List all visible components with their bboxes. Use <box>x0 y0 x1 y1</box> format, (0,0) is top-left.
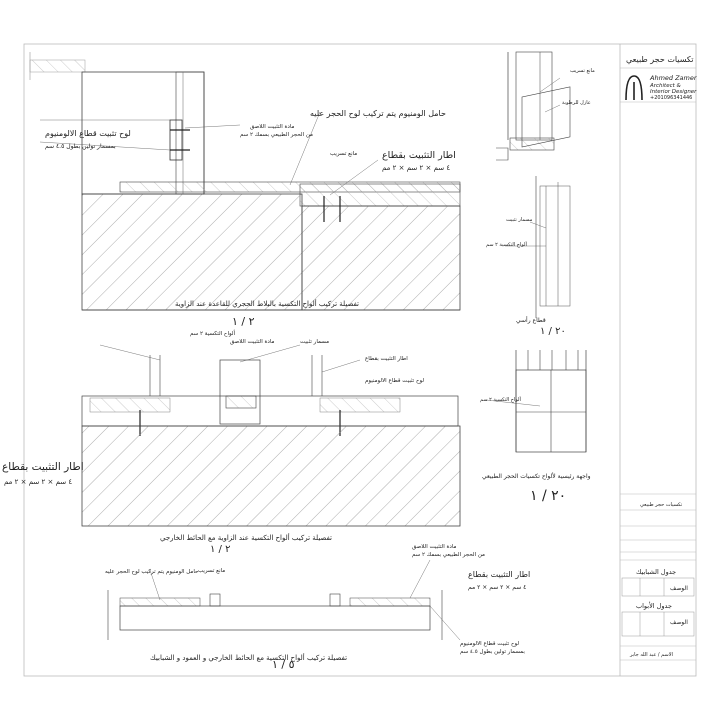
annotation-aluminum-plate: لوح تثبيت قطاع الالومنيوم <box>45 129 131 138</box>
detail-3-title: تفصيلة تركيب ألواح التكسية مع الحائط الخ… <box>150 653 347 662</box>
annotation-frame-1-size: ٤ سم × ٢ سم × ٢ مم <box>382 164 450 172</box>
annotation-aluminum-plate-2: لوح تثبيت قطاع الالومنيوم <box>365 378 424 384</box>
detail-4 <box>496 51 561 161</box>
annotation-frame-2-size: ٤ سم × ٢ سم × ٢ مم <box>4 478 72 486</box>
annotation-frame-3-size: ٤ سم × ٢ سم × ٢ مم <box>468 584 526 591</box>
detail-4-scale: ٢٠ / ١ <box>540 326 566 337</box>
windows-description-col: الوصف <box>670 585 688 592</box>
annotation-screw-2: مسمار تثبيت <box>300 339 329 345</box>
annotation-frame-1: اطار التثبيت بقطاع <box>382 150 456 161</box>
doors-description-col: الوصف <box>670 619 688 626</box>
annotation-stone-thick-3: من الحجر الطبيعي بسمك ٢ سم <box>412 552 485 558</box>
annotation-stone-plate-2: ألواح التكسية ٢ سم <box>190 329 236 337</box>
detail-3 <box>107 559 461 641</box>
annotation-stone-plate-4: ألواح التكسية ٢ سم <box>486 241 528 248</box>
detail-2 <box>81 344 461 527</box>
detail-1-title: تفصيلة تركيب ألواح التكسية بالبلاط الحجر… <box>175 299 359 308</box>
annotation-adhesive-2: مادة التثبيت اللاصق <box>230 339 274 345</box>
annotation-screw-4: مسمار تثبيت <box>506 217 533 223</box>
annotation-stone-plate-5: ألواح التكسية ٢ سم <box>480 396 522 403</box>
detail-5-scale: ٢٠ / ١ <box>530 488 566 504</box>
detail-1 <box>29 52 461 311</box>
annotation-aluminum-screw: بمسمار تولين بطول ٤.٥ سم <box>45 143 116 150</box>
sheet-name: تكسيات حجر طبيعي <box>640 502 683 508</box>
windows-schedule-title: جدول الشبابيك <box>636 568 676 576</box>
annotation-bracket-3: حامل الومنيوم يتم تركيب لوح الحجر عليه <box>105 568 198 575</box>
annotation-anchor: مانع تسريب <box>330 151 357 157</box>
annotation-stone-thick: من الحجر الطبيعي بسمك ٢ سم <box>240 132 313 138</box>
annotation-frame-2: اطار التثبيت بقطاع <box>2 461 84 473</box>
annotation-anchor-3: مانع تسريب <box>198 568 225 574</box>
detail-2-title: تفصيلة تركيب ألواح التكسية عند الزاوية م… <box>160 533 332 542</box>
annotation-aluminum-plate-3: لوح تثبيت قطاع الالومنيوم <box>460 641 519 647</box>
detail-4-title: قطاع رأسي <box>516 316 546 324</box>
designer-role-1: Architect & <box>649 83 682 89</box>
doors-schedule-title: جدول الأبواب <box>636 601 672 610</box>
annotation-adhesive-3: مادة التثبيت اللاصق <box>412 544 456 550</box>
annotation-anchor-4: مانع تسريب <box>570 68 595 74</box>
designer-phone: +201096341446 <box>650 95 692 101</box>
designer-name: Ahmed Zamer <box>649 74 698 82</box>
detail-4b <box>505 86 571 318</box>
annotation-aluminum-screw-3: بمسمار تولين بطول ٤.٥ سم <box>460 649 525 655</box>
detail-1-scale: ٢ / ١ <box>232 315 255 328</box>
owner-name: الاسم / عبد الله جابر <box>629 652 673 658</box>
annotation-frame-small-2: اطار التثبيت بقطاع <box>365 356 408 362</box>
annotation-aluminum-bracket: حامل الومنيوم يتم تركيب لوح الحجر عليه <box>310 109 446 118</box>
designer-role-2: Interior Designer <box>650 89 697 95</box>
detail-2-scale: ٢ / ١ <box>210 544 230 555</box>
annotation-frame-3: اطار التثبيت بقطاع <box>468 570 530 579</box>
detail-5-title: واجهة رئيسية لألواح تكسيات الحجر الطبيعي <box>482 472 591 480</box>
annotation-adhesive: مادة التثبيت اللاصق <box>250 124 294 130</box>
annotation-seal-4: عازل للرطوبة <box>562 100 591 106</box>
detail-5 <box>485 350 587 453</box>
project-title: تكسيات حجر طبيعي <box>626 55 694 64</box>
sheet-border <box>23 43 697 677</box>
designer-logo <box>625 75 643 101</box>
detail-3-scale: ٥ / ١ <box>272 658 295 671</box>
title-block <box>620 67 696 661</box>
